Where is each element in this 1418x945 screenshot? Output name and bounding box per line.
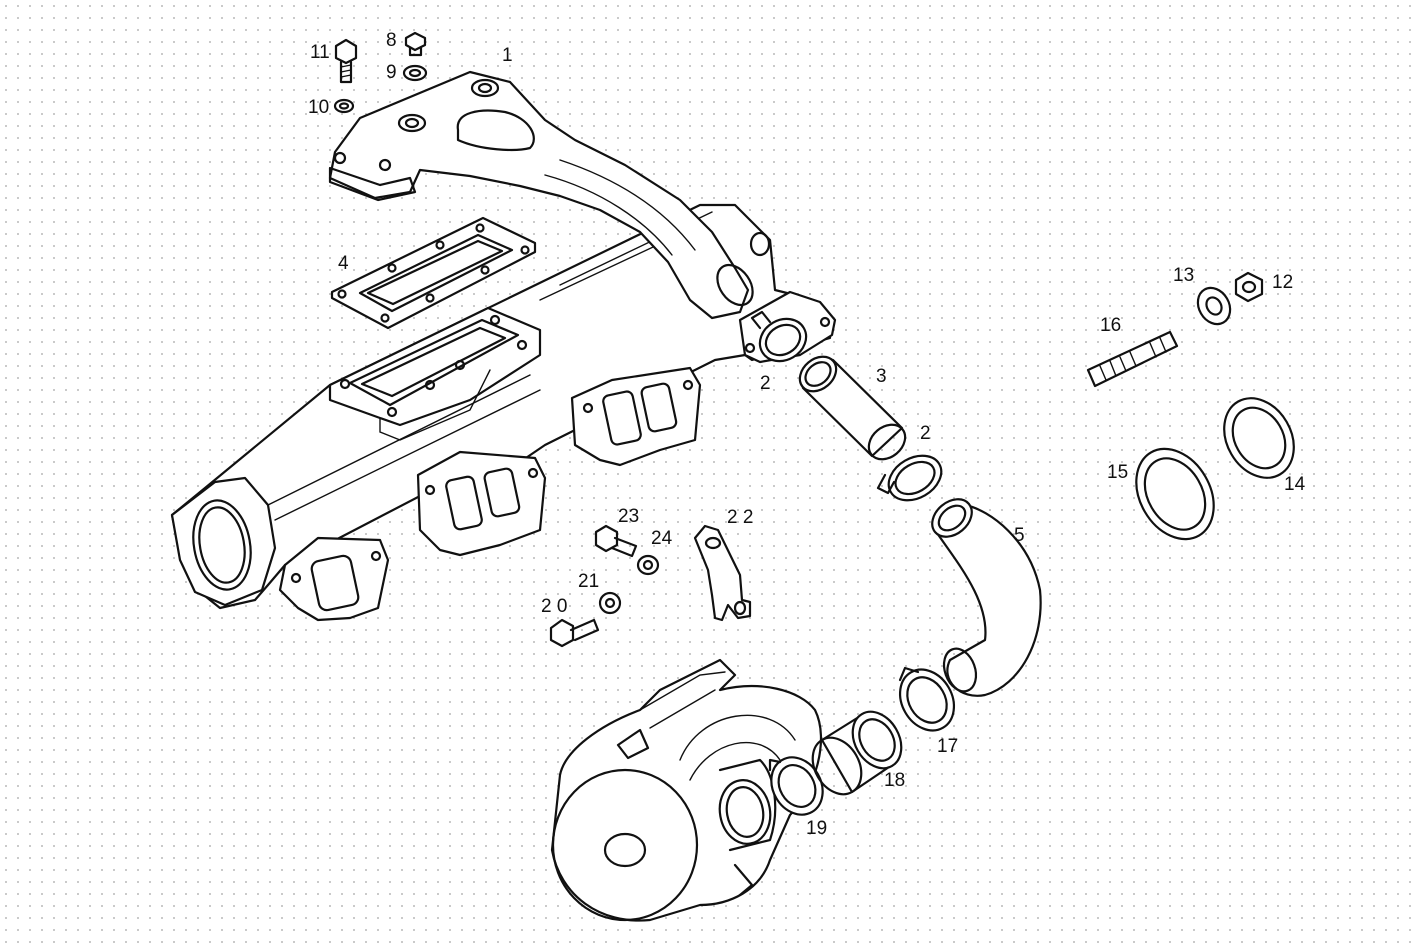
exhaust-manifold: [170, 203, 837, 622]
callout-20: 2 0: [541, 596, 567, 617]
callout-5: 5: [1014, 525, 1025, 546]
callout-2-lower: 2: [920, 423, 931, 444]
callout-23: 23: [618, 506, 639, 527]
elbow-item-1: [328, 70, 771, 320]
plug-item-8: [404, 31, 427, 57]
bolt-item-20: [549, 618, 600, 648]
gasket-item-15: [1135, 447, 1215, 541]
washer-item-24: [636, 554, 660, 576]
gasket-item-14: [1223, 397, 1295, 479]
bolt-item-11: [334, 38, 358, 84]
hose-clamp-item-17: [898, 666, 956, 732]
callout-11: 11: [310, 42, 330, 63]
callout-24: 24: [651, 528, 673, 549]
callout-labels: 1 2 2 3 4 5 8 9 10 11 12 13 14 15 16 17 …: [308, 30, 1306, 839]
hose-clamp-item-2-upper: [750, 310, 808, 363]
callout-18: 18: [884, 770, 905, 791]
washer-item-21: [598, 591, 622, 615]
callout-10: 10: [308, 97, 329, 118]
hose-clamp-item-19: [768, 756, 824, 816]
callout-15: 15: [1107, 462, 1128, 483]
washer-item-9: [402, 64, 428, 82]
washer-item-13: [1196, 286, 1232, 326]
callout-8: 8: [386, 30, 397, 51]
turbocharger: [550, 658, 823, 922]
callout-17: 17: [937, 736, 958, 757]
hose-clamp-item-2-lower: [876, 454, 943, 502]
callout-19: 19: [806, 818, 827, 839]
callout-9: 9: [386, 62, 397, 83]
callout-13: 13: [1173, 265, 1194, 286]
stud-item-16: [1086, 330, 1179, 388]
bracket-item-22: [693, 524, 752, 622]
callout-2-upper: 2: [760, 373, 771, 394]
pipe-item-3: [798, 355, 907, 461]
callout-21: 21: [578, 571, 599, 592]
callout-4: 4: [338, 253, 349, 274]
nut-item-12: [1234, 271, 1264, 303]
callout-1: 1: [502, 45, 513, 66]
bolt-item-23: [594, 524, 638, 558]
sleeve-item-18: [811, 710, 903, 796]
callout-14: 14: [1284, 474, 1306, 495]
callout-22: 2 2: [727, 507, 753, 528]
callout-3: 3: [876, 366, 887, 387]
gasket-item-4: [330, 216, 537, 330]
callout-12: 12: [1272, 272, 1293, 293]
callout-16: 16: [1100, 315, 1121, 336]
elbow-pipe-item-5: [931, 498, 1042, 697]
washer-item-10: [333, 98, 355, 114]
